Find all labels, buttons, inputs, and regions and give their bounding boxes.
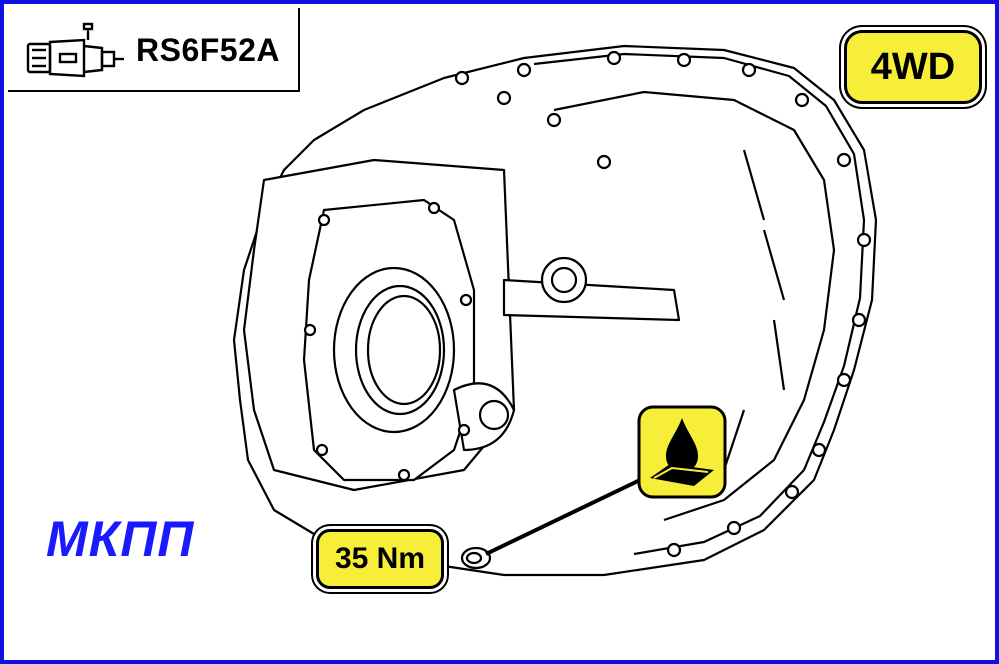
model-header: RS6F52A [8, 8, 300, 92]
gearbox-housing-drawing [232, 44, 878, 577]
transmission-type-caption: МКПП [46, 511, 195, 567]
model-code: RS6F52A [136, 32, 280, 68]
oil-drop-icon [637, 405, 727, 499]
drive-badge: 4WD [844, 30, 982, 104]
transmission-icon [26, 22, 124, 78]
torque-badge: 35 Nm [316, 529, 444, 589]
